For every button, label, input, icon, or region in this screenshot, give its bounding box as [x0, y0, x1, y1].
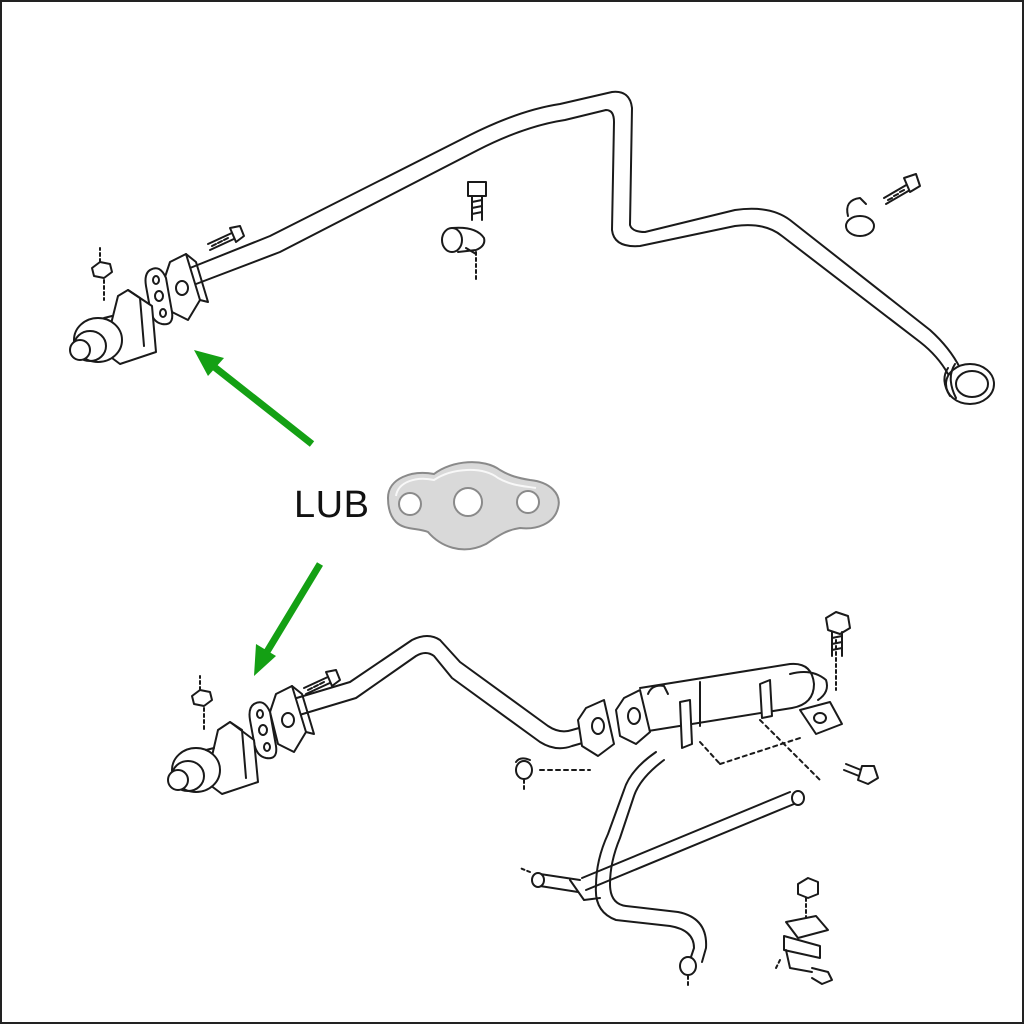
bracket-icon: [775, 877, 833, 985]
arrow-to-bottom-gasket: [259, 562, 323, 662]
egr-pipe-icon: [189, 90, 961, 375]
egr-cooler-icon: [577, 639, 843, 757]
callout-arrows: [194, 350, 323, 676]
clamp-icon: [845, 173, 921, 237]
bolt-icon: [825, 611, 851, 657]
flange-icon: [269, 685, 315, 753]
gasket-callout-icon: [386, 461, 560, 551]
bolt-icon: [303, 669, 341, 695]
bottom-assembly: [167, 611, 879, 987]
arrow-head-top: [194, 350, 224, 376]
lub-label: LUB: [294, 484, 370, 526]
gasket-icon: [248, 701, 278, 760]
pipe-end-fitting-icon: [943, 363, 995, 405]
egr-valve-icon: [167, 721, 259, 795]
clamp-icon: [515, 757, 533, 791]
egr-pipe-icon: [289, 635, 601, 750]
top-assembly: [69, 90, 995, 405]
bolt-icon: [207, 225, 245, 251]
arrow-to-top-gasket: [205, 359, 315, 447]
egr-valve-icon: [69, 289, 157, 365]
leader-lines: [539, 719, 821, 781]
clamp-icon: [441, 181, 487, 281]
flange-icon: [163, 253, 209, 321]
bolt-icon: [843, 763, 879, 785]
coolant-hose-icon: [519, 751, 805, 987]
nut-icon: [191, 675, 213, 731]
arrow-head-bottom: [254, 644, 276, 676]
nut-icon: [91, 247, 113, 301]
